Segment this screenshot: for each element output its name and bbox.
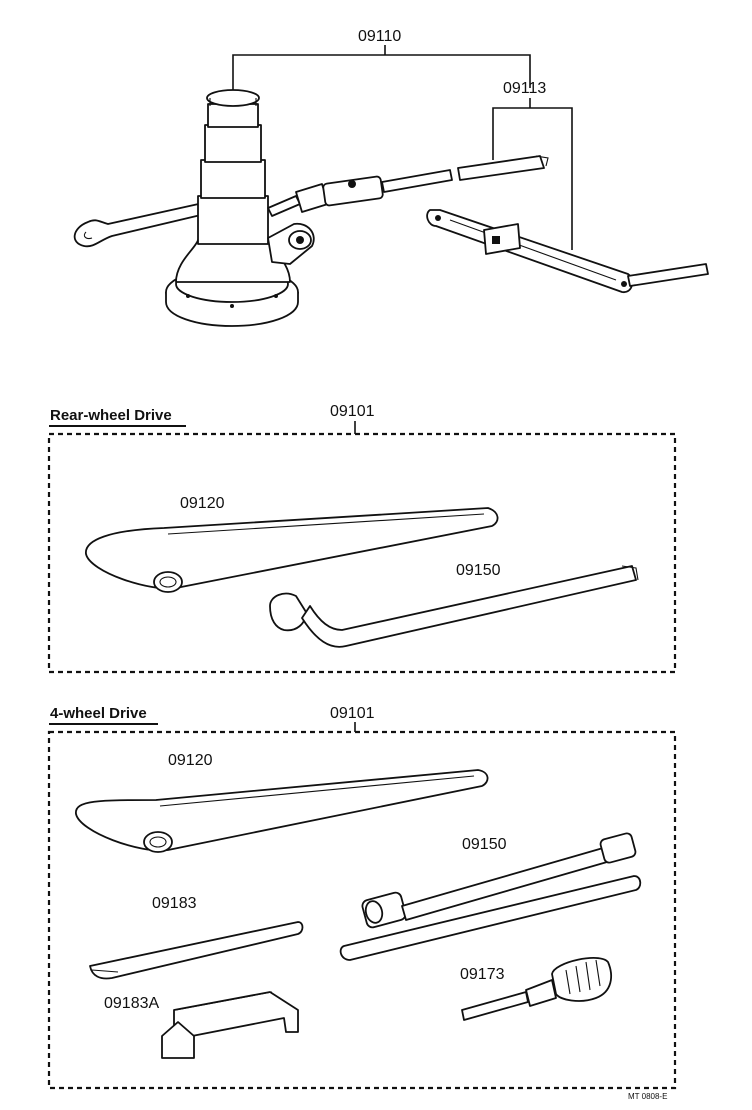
jack-assembly [73,45,709,327]
4wd-wheel-wrench [339,832,642,961]
4wd-kit-box [47,730,677,1090]
label-4wd-group: 09101 [330,705,375,722]
4wd-lever [89,921,304,980]
label-4wd-bag: 09120 [168,752,213,769]
label-handle-set: 09113 [503,80,546,97]
label-4wd-clip: 09183A [104,995,159,1012]
label-rear-group: 09101 [330,403,375,420]
4wd-tool-bag [75,769,489,853]
label-4wd-wrench: 09150 [462,836,507,853]
4wd-adapter [461,957,612,1021]
label-rear-bag: 09120 [180,495,225,512]
label-rear-wrench: 09150 [456,562,501,579]
rear-wheel-wrench [269,565,639,648]
rear-tool-bag [85,507,499,593]
section-title-4wd: 4-wheel Drive [50,705,147,722]
label-4wd-lever: 09183 [152,895,197,912]
figure-code: MT 0808-E [628,1092,667,1101]
label-4wd-adapter: 09173 [460,966,505,983]
label-jack-set: 09110 [358,28,401,45]
4wd-clip [161,991,299,1059]
section-title-rear: Rear-wheel Drive [50,407,172,424]
